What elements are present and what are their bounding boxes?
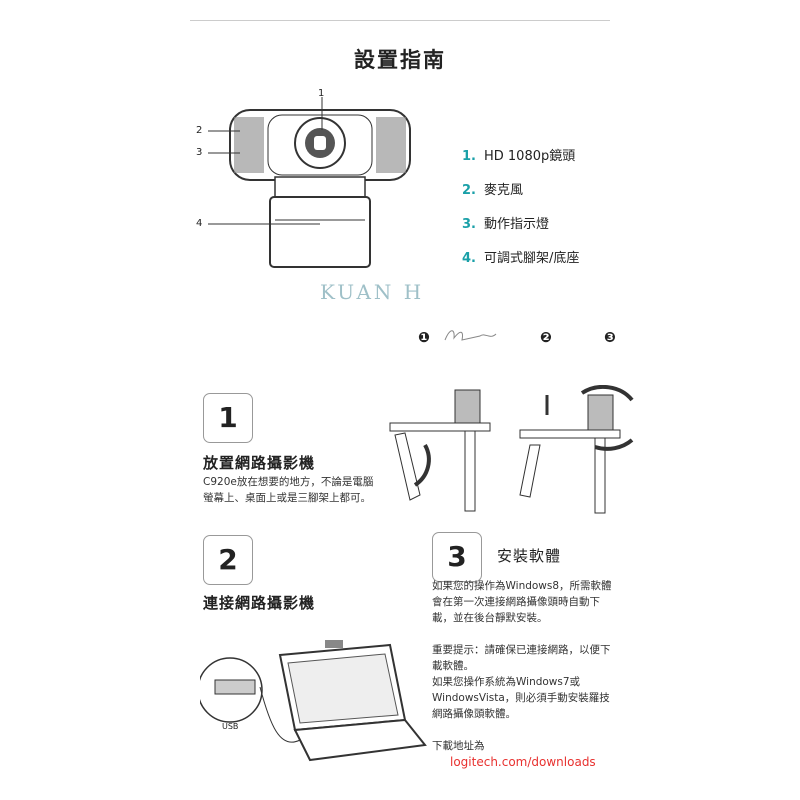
step-3-para-1: 如果您的操作為Windows8，所需軟體會在第一次連接網路攝像頭時自動下載，並在… — [432, 580, 612, 624]
webcam-diagram — [208, 97, 411, 268]
step-3-para-2: 重要提示：請確保已連接網路，以便下載軟體。 — [432, 644, 611, 672]
part-item: 4.可調式腳架/底座 — [462, 251, 580, 266]
diagram-label-3: 3 — [196, 147, 203, 158]
mount-step-2: ❷ — [540, 330, 552, 346]
laptop-illustration — [200, 640, 427, 762]
diagram-label-1: 1 — [318, 88, 325, 99]
step-2-badge: 2 — [203, 535, 253, 585]
usb-label: USB — [222, 722, 239, 731]
diagram-label-4: 4 — [196, 218, 203, 229]
step-3-badge: 3 — [432, 532, 482, 582]
top-divider — [190, 20, 610, 21]
step-3-para-3: 如果您操作系統為Windows7或WindowsVista，則必須手動安裝羅技網… — [432, 676, 610, 720]
diagram-label-2: 2 — [196, 125, 203, 136]
part-item: 3.動作指示燈 — [462, 217, 549, 232]
step-2-heading: 連接網路攝影機 — [203, 594, 316, 612]
mount-step-1: ❶ — [418, 330, 430, 346]
mount-step-3: ❸ — [604, 330, 616, 346]
step-3-text: 如果您的操作為Windows8，所需軟體會在第一次連接網路攝像頭時自動下載，並在… — [432, 578, 618, 770]
part-item: 1.HD 1080p鏡頭 — [462, 149, 576, 164]
step-1-badge: 1 — [203, 393, 253, 443]
step-3-heading: 安裝軟體 — [497, 547, 562, 565]
step-1-heading: 放置網路攝影機 — [203, 454, 316, 472]
page-title: 設置指南 — [354, 48, 446, 72]
signature-icon — [444, 330, 497, 341]
download-link[interactable]: logitech.com/downloads — [450, 755, 596, 769]
parts-list: 1.HD 1080p鏡頭 2.麥克風 3.動作指示燈 4.可調式腳架/底座 — [462, 146, 579, 282]
download-label: 下載地址為 — [432, 740, 485, 752]
watermark: KUAN H — [320, 280, 425, 304]
mount-illustration — [389, 385, 634, 514]
step-1-text: C920e放在想要的地方，不論是電腦螢幕上、桌面上或是三腳架上都可。 — [203, 476, 374, 504]
part-item: 2.麥克風 — [462, 183, 523, 198]
